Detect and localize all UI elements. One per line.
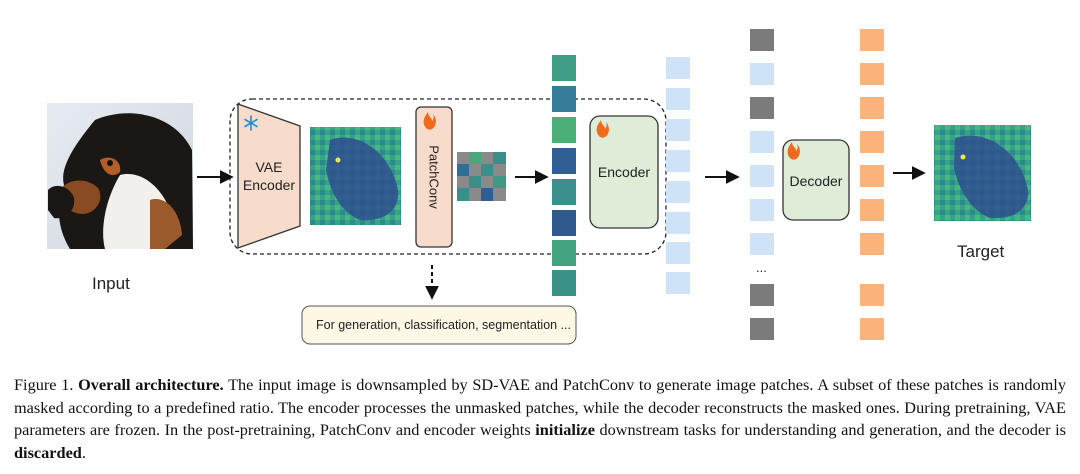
decoder-block [782,139,850,221]
full-token-sequence [750,29,774,340]
ellipsis-label: ... [756,260,767,275]
caption-prefix: Figure 1. [14,375,74,394]
caption-bold-initialize: initialize [535,420,595,439]
decoder-label: Decoder [789,173,843,189]
downstream-label: For generation, classification, segmenta… [316,318,571,332]
input-image [47,103,193,249]
visible-patches [552,55,576,296]
input-label: Input [92,274,130,293]
flame-icon [423,112,436,130]
patchconv-block [415,106,453,248]
encoder-block [589,115,659,229]
patchconv-label: PatchConv [426,145,442,209]
vae-encoder-label: VAE Encoder [242,159,296,193]
caption-bold-discarded: discarded [14,442,82,462]
flame-icon [596,120,609,138]
target-map [934,125,1031,221]
vae-encoder-block [237,103,301,249]
caption-end: . [81,442,86,462]
latent-map [310,127,401,225]
figure-caption: Figure 1. Overall architecture. The inpu… [14,374,1066,464]
encoded-tokens [666,57,690,294]
encoder-label: Encoder [597,164,651,180]
caption-text-1: The input image is downsampled by SD-VAE… [14,375,1066,439]
output-tokens [860,29,884,340]
caption-title: Overall architecture. [78,375,224,394]
flame-icon [787,142,800,160]
downstream-box [301,305,577,345]
target-label: Target [957,242,1005,261]
caption-text-2: downstream tasks for understanding and g… [599,420,1067,439]
snowflake-icon [244,115,258,131]
masked-patch-grid [457,152,506,201]
